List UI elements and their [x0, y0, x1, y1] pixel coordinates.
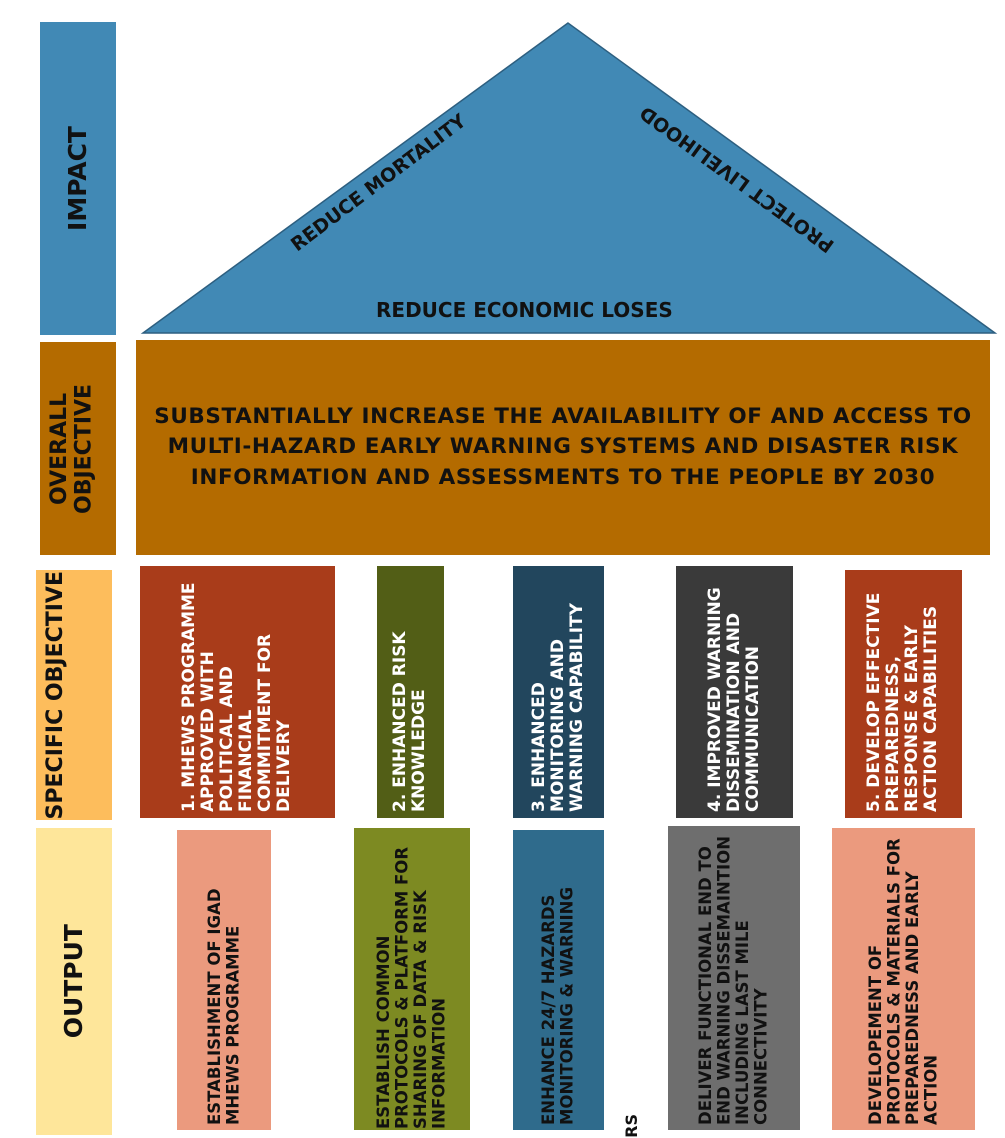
row-label-text: OVERALL OBJECTIVE	[47, 383, 97, 514]
row-label-text: OUTPUT	[59, 924, 88, 1039]
output-text: ENHANCE 24/7 HAZARDS MONITORING & WARNIN…	[539, 887, 577, 1125]
specific-objective-text: 2. ENHANCED RISK KNOWLEDGE	[390, 631, 430, 812]
output-text: DELIVER FUNCTIONAL END TO END WARNING DI…	[696, 836, 771, 1125]
output-5: DEVELOPEMENT OF PROTOCOLS & MATERIALS FO…	[832, 828, 975, 1130]
row-label-impact: IMPACT	[40, 22, 116, 335]
impact-reduce-economic-loses: REDUCE ECONOMIC LOSES	[376, 298, 673, 322]
impact-triangle	[140, 22, 998, 334]
impact-triangle-shape	[140, 22, 998, 334]
specific-objective-1: 1. MHEWS PROGRAMME APPROVED WITH POLITIC…	[140, 566, 335, 818]
output-1: ESTABLISHMENT OF IGAD MHEWS PROGRAMME	[177, 830, 271, 1130]
overall-objective-text: SUBSTANTIALLY INCREASE THE AVAILABILITY …	[154, 404, 972, 490]
specific-objective-4: 4. IMPROVED WARNING DISSEMINATION AND CO…	[676, 566, 793, 818]
overall-objective-box: SUBSTANTIALLY INCREASE THE AVAILABILITY …	[136, 340, 990, 555]
specific-objective-text: 4. IMPROVED WARNING DISSEMINATION AND CO…	[704, 587, 764, 812]
specific-objective-3: 3. ENHANCED MONITORING AND WARNING CAPAB…	[513, 566, 604, 818]
specific-objective-5: 5. DEVELOP EFFECTIVE PREPAREDNESS, RESPO…	[845, 570, 962, 818]
row-label-specific-objective: SPECIFIC OBJECTIVE	[36, 570, 112, 820]
output-2: ESTABLISH COMMON PROTOCOLS & PLATFORM FO…	[354, 828, 470, 1130]
output-text: DEVELOPEMENT OF PROTOCOLS & MATERIALS FO…	[865, 838, 940, 1125]
row-label-text: SPECIFIC OBJECTIVE	[43, 570, 68, 820]
cut-off-text-fragment: RS	[622, 1114, 641, 1138]
specific-objective-2: 2. ENHANCED RISK KNOWLEDGE	[377, 566, 444, 818]
output-text: ESTABLISH COMMON PROTOCOLS & PLATFORM FO…	[374, 846, 449, 1129]
row-label-overall-objective: OVERALL OBJECTIVE	[40, 342, 116, 555]
row-label-output: OUTPUT	[36, 828, 112, 1135]
output-3: ENHANCE 24/7 HAZARDS MONITORING & WARNIN…	[513, 830, 604, 1130]
specific-objective-text: 3. ENHANCED MONITORING AND WARNING CAPAB…	[528, 603, 588, 812]
output-text: ESTABLISHMENT OF IGAD MHEWS PROGRAMME	[204, 888, 242, 1125]
specific-objective-text: 5. DEVELOP EFFECTIVE PREPAREDNESS, RESPO…	[864, 592, 942, 812]
specific-objective-text: 1. MHEWS PROGRAMME APPROVED WITH POLITIC…	[179, 582, 295, 812]
output-4: DELIVER FUNCTIONAL END TO END WARNING DI…	[668, 826, 800, 1130]
